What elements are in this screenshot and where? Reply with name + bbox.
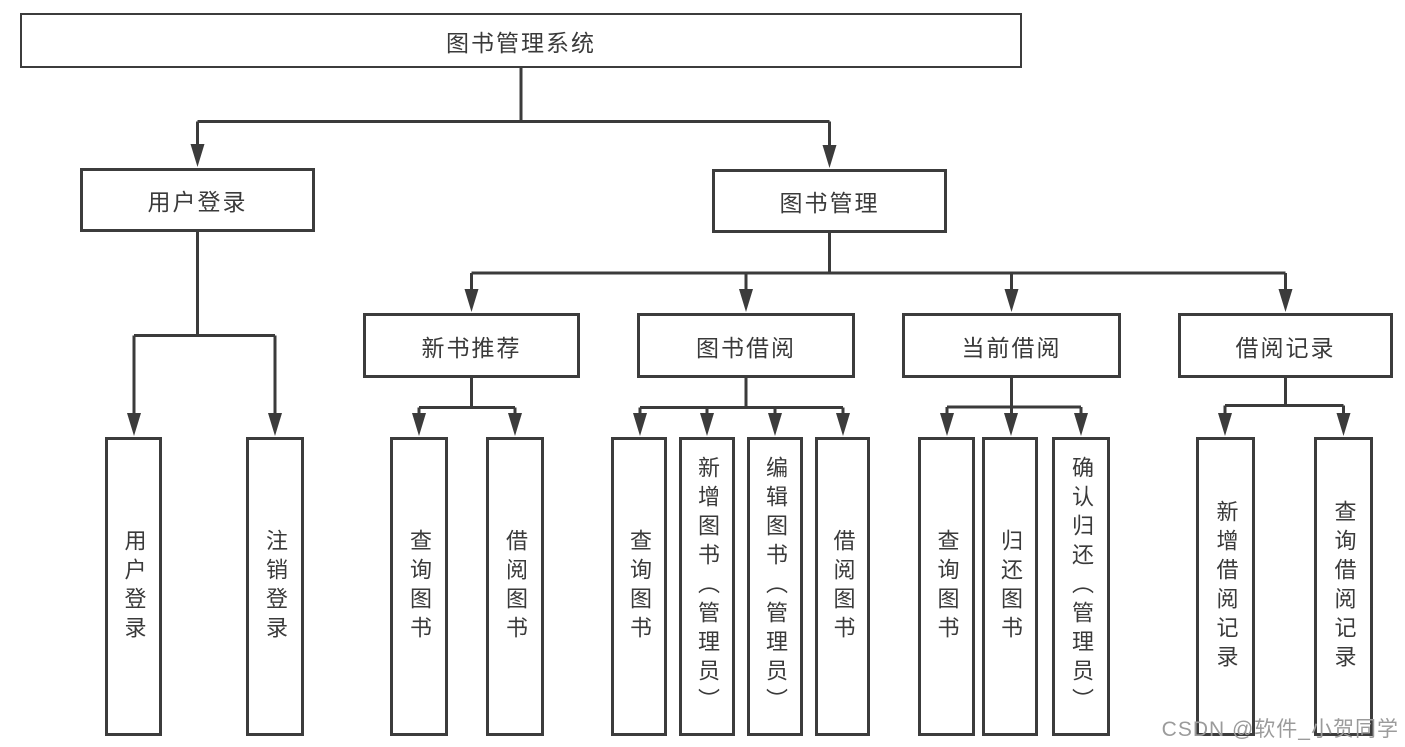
node-label: 借阅图书 <box>503 528 528 645</box>
node-book-management: 图书管理 <box>712 169 947 233</box>
node-label: 新增图书（管理员） <box>695 456 720 717</box>
node-label: 查询图书 <box>407 528 432 645</box>
leaf-confirm-return-admin: 确认归还（管理员） <box>1052 437 1110 736</box>
leaf-add-borrow-record: 新增借阅记录 <box>1196 437 1255 736</box>
node-label: 图书借阅 <box>696 334 796 361</box>
leaf-query-books-recommend: 查询图书 <box>390 437 448 736</box>
node-book-borrowing: 图书借阅 <box>637 313 855 378</box>
leaf-query-books-current: 查询图书 <box>918 437 975 736</box>
node-label: 编辑图书（管理员） <box>763 456 788 717</box>
node-label: 用户登录 <box>147 189 248 215</box>
node-label: 注销登录 <box>263 528 288 645</box>
leaf-borrow-books-recommend: 借阅图书 <box>486 437 544 736</box>
node-label: 查询图书 <box>627 528 652 645</box>
node-label: 确认归还（管理员） <box>1069 456 1094 717</box>
leaf-query-borrow-record: 查询借阅记录 <box>1314 437 1373 736</box>
node-system-root: 图书管理系统 <box>20 13 1022 68</box>
node-label: 图书管理系统 <box>446 29 596 56</box>
node-borrow-records: 借阅记录 <box>1178 313 1393 378</box>
node-label: 新增借阅记录 <box>1213 499 1239 674</box>
node-label: 归还图书 <box>998 528 1023 645</box>
node-label: 查询借阅记录 <box>1331 499 1357 674</box>
leaf-user-login: 用户登录 <box>105 437 162 736</box>
node-label: 借阅图书 <box>830 528 856 645</box>
leaf-add-books-admin: 新增图书（管理员） <box>679 437 735 736</box>
leaf-borrow-books: 借阅图书 <box>815 437 870 736</box>
node-label: 借阅记录 <box>1235 334 1336 361</box>
node-current-borrowing: 当前借阅 <box>902 313 1121 378</box>
leaf-logout: 注销登录 <box>246 437 304 736</box>
leaf-edit-books-admin: 编辑图书（管理员） <box>747 437 803 736</box>
node-label: 用户登录 <box>121 528 147 645</box>
node-label: 新书推荐 <box>421 334 522 361</box>
node-label: 图书管理 <box>779 190 880 216</box>
node-label: 当前借阅 <box>961 334 1062 361</box>
leaf-query-books-borrow: 查询图书 <box>611 437 667 736</box>
leaf-return-books: 归还图书 <box>982 437 1038 736</box>
node-label: 查询图书 <box>934 528 960 645</box>
node-user-login: 用户登录 <box>80 168 315 232</box>
csdn-watermark: CSDN @软件_小贺同学 <box>1161 718 1399 741</box>
node-new-book-recommend: 新书推荐 <box>363 313 580 378</box>
